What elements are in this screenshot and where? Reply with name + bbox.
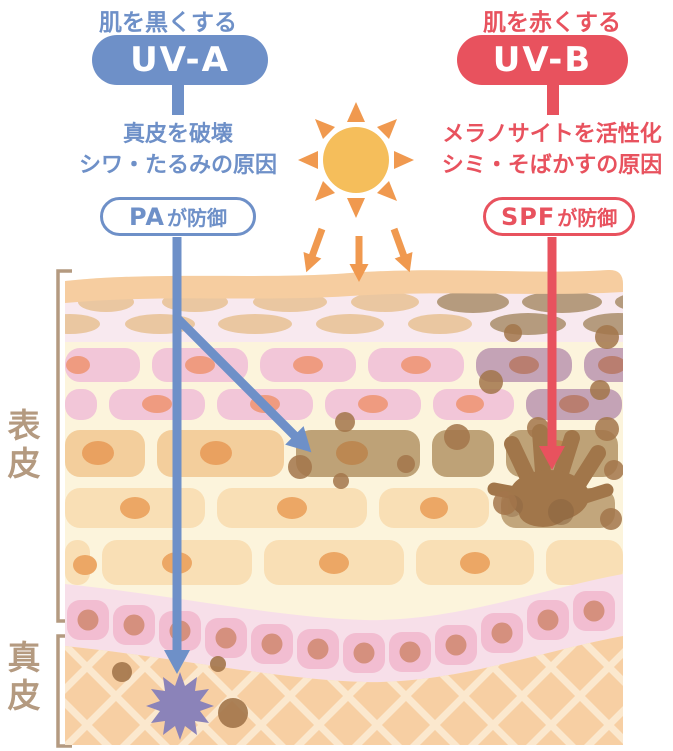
spf-defense-strong: SPF [501, 202, 556, 231]
uvb-pill-label: UV-B [492, 40, 593, 80]
uvb-tagline: 肌を赤くする [483, 10, 621, 36]
skin-block [65, 269, 623, 745]
dermis [65, 636, 623, 745]
uva-pill-stem [172, 83, 184, 115]
uva-arrow-main [164, 237, 190, 674]
dermis-label: 真皮 [2, 640, 41, 716]
uvb-effects: メラノサイトを活性化 シミ・そばかすの原因 [412, 119, 673, 181]
uva-tagline: 肌を黒くする [99, 10, 237, 36]
pa-defense-strong: PA [129, 202, 165, 231]
uva-pill-label: UV-A [130, 40, 230, 80]
melanin-granules-near-melanocyte [493, 491, 622, 530]
epidermis-label: 表皮 [2, 408, 41, 484]
basal-layer [65, 574, 623, 683]
uvb-pill: UV-B [457, 35, 628, 85]
uvb-effect-line-1: メラノサイトを活性化 [442, 122, 662, 147]
uva-effect-line-1: 真皮を破壊 [122, 122, 233, 147]
uva-effects: 真皮を破壊 シワ・たるみの原因 [38, 119, 318, 181]
epidermis-pink-cells [65, 348, 623, 420]
uvb-effect-line-2: シミ・そばかすの原因 [441, 153, 663, 178]
damaged-dermis-cell-starburst [146, 672, 214, 740]
uva-pill: UV-A [92, 35, 268, 85]
uva-effect-line-2: シワ・たるみの原因 [78, 153, 277, 178]
spf-defense-rest: が防御 [557, 206, 618, 230]
sun-icon [298, 102, 414, 218]
melanin-granules-dermis [112, 656, 248, 728]
uvb-arrow [539, 237, 565, 470]
uv-ray-arrows [303, 227, 413, 282]
uvb-pill-stem [547, 83, 559, 115]
pa-defense-rest: が防御 [166, 206, 227, 230]
uva-arrow-branch [173, 314, 312, 453]
